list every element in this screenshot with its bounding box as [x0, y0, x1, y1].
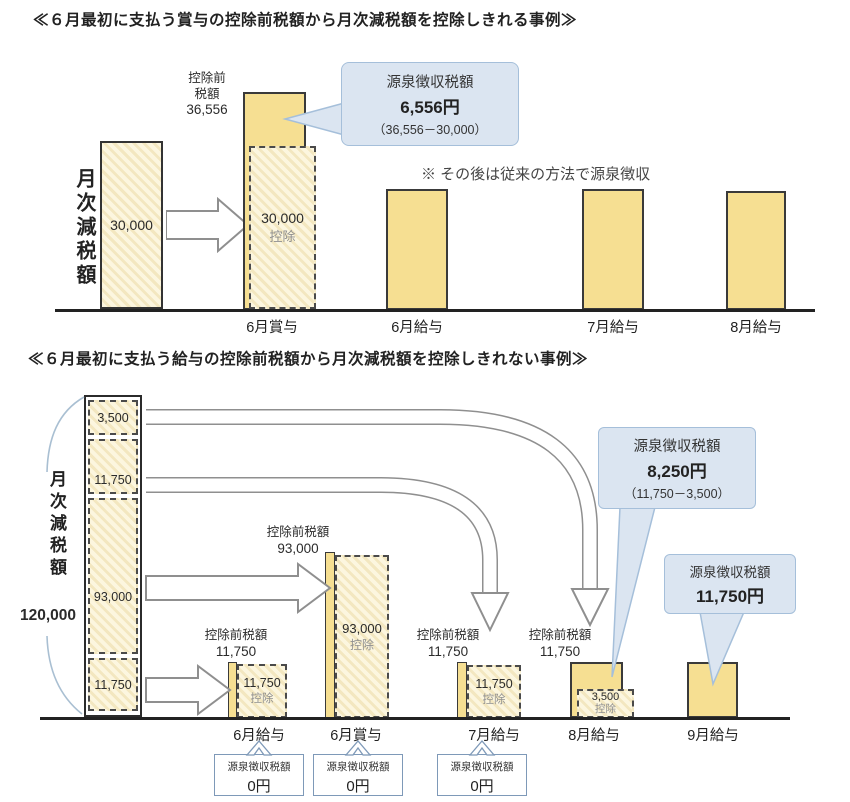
- curved-arrow-july-fill: [146, 478, 497, 594]
- pretax-caption: 控除前税額: [528, 628, 592, 642]
- curved-arrow-july-head: [470, 592, 510, 633]
- right-block-arrow-icon: [166, 197, 250, 253]
- pretax-value: 11,750: [215, 643, 257, 659]
- top-y-axis-label: 月次減税額: [73, 168, 95, 288]
- bottom-x-axis: [40, 717, 790, 720]
- top-pretax-l1: 控除前: [188, 71, 226, 85]
- callout-amount: 11,750円: [695, 587, 765, 606]
- top-pretax-l2: 税額: [194, 86, 220, 101]
- straight-arrow-june-bonus: [145, 562, 332, 614]
- stack-segment-value: 11,750: [94, 677, 132, 692]
- bottom-reduction-stack: 3,500 11,750 93,000 11,750: [84, 395, 142, 717]
- callout-title: 源泉徴収税額: [689, 565, 771, 580]
- top-x-label-june-salary: 6月給与: [391, 320, 443, 336]
- top-deduction-value: 30,000: [261, 210, 304, 226]
- bottom-total-value: 120,000: [19, 607, 77, 624]
- july-salary-deduction-box: 11,750 控除: [467, 665, 521, 718]
- sep-callout-pointer: [699, 611, 745, 687]
- top-monthly-reduction-bar: 30,000: [100, 141, 163, 309]
- deduction-value: 11,750: [475, 676, 513, 691]
- zero-box-amount: 0円: [247, 778, 271, 795]
- up-arrow-icon: [468, 740, 496, 756]
- zero-box-amount: 0円: [346, 778, 370, 795]
- top-callout-pointer: [282, 101, 349, 137]
- stack-segment-value: 93,000: [93, 590, 133, 604]
- zero-withholding-box-july-salary: 源泉徴収税額 0円: [437, 740, 527, 796]
- top-callout-formula: （36,556－30,000）: [373, 122, 487, 137]
- top-chart-title: ≪６月最初に支払う賞与の控除前税額から月次減税額を控除しきれる事例≫: [33, 12, 578, 29]
- up-arrow-icon: [245, 740, 273, 756]
- callout-amount: 8,250円: [647, 461, 707, 481]
- stack-segment-11750-a: 11,750: [88, 439, 138, 494]
- deduction-value: 3,500: [591, 691, 620, 704]
- deduction-word: 控除: [349, 637, 374, 652]
- callout-formula: （11,750－3,500）: [623, 486, 731, 501]
- top-deduction-word: 控除: [269, 229, 296, 244]
- bottom-x-label-june-bonus: 6月賞与: [330, 728, 382, 744]
- pretax-value: 11,750: [427, 643, 469, 659]
- curved-arrow-aug-outline: [146, 409, 598, 590]
- top-withholding-callout: 源泉徴収税額 6,556円 （36,556－30,000）: [341, 62, 519, 146]
- pretax-caption: 控除前税額: [416, 628, 480, 642]
- bottom-arrows-overlay: [46, 396, 745, 716]
- bottom-x-label-june-salary: 6月給与: [233, 728, 285, 744]
- pretax-caption: 控除前税額: [204, 628, 268, 642]
- callout-title: 源泉徴収税額: [633, 438, 721, 455]
- june-salary-pretax-label: 控除前税額 11,750: [198, 628, 274, 661]
- top-july-salary-bar: [582, 189, 644, 310]
- july-salary-pretax-label: 控除前税額 11,750: [410, 628, 486, 661]
- top-monthly-reduction-value: 30,000: [110, 217, 153, 233]
- deduction-value: 93,000: [342, 620, 382, 636]
- up-arrow-icon: [344, 740, 372, 756]
- stack-segment-value: 3,500: [97, 410, 129, 425]
- top-callout-title: 源泉徴収税額: [386, 74, 474, 91]
- bottom-x-label-aug-salary: 8月給与: [568, 728, 620, 744]
- curved-arrow-aug-fill: [146, 410, 597, 590]
- brace-top: [46, 396, 85, 473]
- june-bonus-pretax-label: 控除前税額 93,000: [260, 525, 336, 558]
- stack-segment-3500: 3,500: [88, 400, 138, 435]
- top-x-axis: [55, 309, 815, 312]
- deduction-word: 控除: [595, 702, 616, 715]
- aug-salary-deduction-box: 3,500 控除: [577, 689, 634, 718]
- top-june-bonus-deduction-box: 30,000 控除: [249, 146, 316, 309]
- stack-segment-value: 11,750: [94, 473, 132, 487]
- zero-withholding-box-june-salary: 源泉徴収税額 0円: [214, 740, 304, 796]
- aug-callout-pointer: [611, 506, 656, 678]
- deduction-word: 控除: [250, 693, 274, 705]
- straight-arrow-june-salary: [145, 664, 232, 716]
- pretax-caption: 控除前税額: [266, 525, 330, 539]
- zero-box-title: 源泉徴収税額: [227, 761, 291, 773]
- pretax-value: 11,750: [539, 643, 581, 659]
- top-june-salary-bar: [386, 189, 448, 310]
- sep-withholding-callout: 源泉徴収税額 11,750円: [664, 554, 796, 614]
- zero-box-amount: 0円: [470, 778, 494, 795]
- top-x-label-july-salary: 7月給与: [587, 320, 639, 336]
- bottom-x-label-july-salary: 7月給与: [468, 728, 520, 744]
- deduction-value: 11,750: [243, 676, 281, 690]
- zero-box-title: 源泉徴収税額: [326, 761, 390, 773]
- pretax-value: 93,000: [277, 540, 319, 556]
- bottom-chart-title: ≪６月最初に支払う給与の控除前税額から月次減税額を控除しきれない事例≫: [28, 351, 589, 368]
- top-aug-salary-bar: [726, 191, 786, 310]
- deduction-word: 控除: [482, 693, 506, 706]
- bottom-y-axis-label: 月次減税額: [47, 470, 66, 580]
- top-x-label-june-bonus: 6月賞与: [246, 320, 298, 336]
- stack-segment-11750-b: 11,750: [88, 658, 138, 711]
- top-callout-amount: 6,556円: [400, 97, 460, 117]
- june-salary-deduction-box: 11,750 控除: [237, 664, 287, 718]
- aug-salary-pretax-label: 控除前税額 11,750: [522, 628, 598, 661]
- zero-box-title: 源泉徴収税額: [450, 761, 514, 773]
- top-x-label-aug-salary: 8月給与: [730, 320, 782, 336]
- curved-arrow-aug-head: [570, 588, 610, 628]
- stack-segment-93000: 93,000: [88, 498, 138, 654]
- brace-bottom: [46, 635, 83, 715]
- aug-withholding-callout: 源泉徴収税額 8,250円 （11,750－3,500）: [598, 427, 756, 509]
- zero-withholding-box-june-bonus: 源泉徴収税額 0円: [313, 740, 403, 796]
- top-pretax-label: 控除前 税額 36,556: [176, 71, 238, 119]
- top-pretax-value: 36,556: [186, 102, 228, 118]
- top-note: ※ その後は従来の方法で源泉徴収: [421, 166, 651, 183]
- bottom-x-label-sep-salary: 9月給与: [687, 728, 739, 744]
